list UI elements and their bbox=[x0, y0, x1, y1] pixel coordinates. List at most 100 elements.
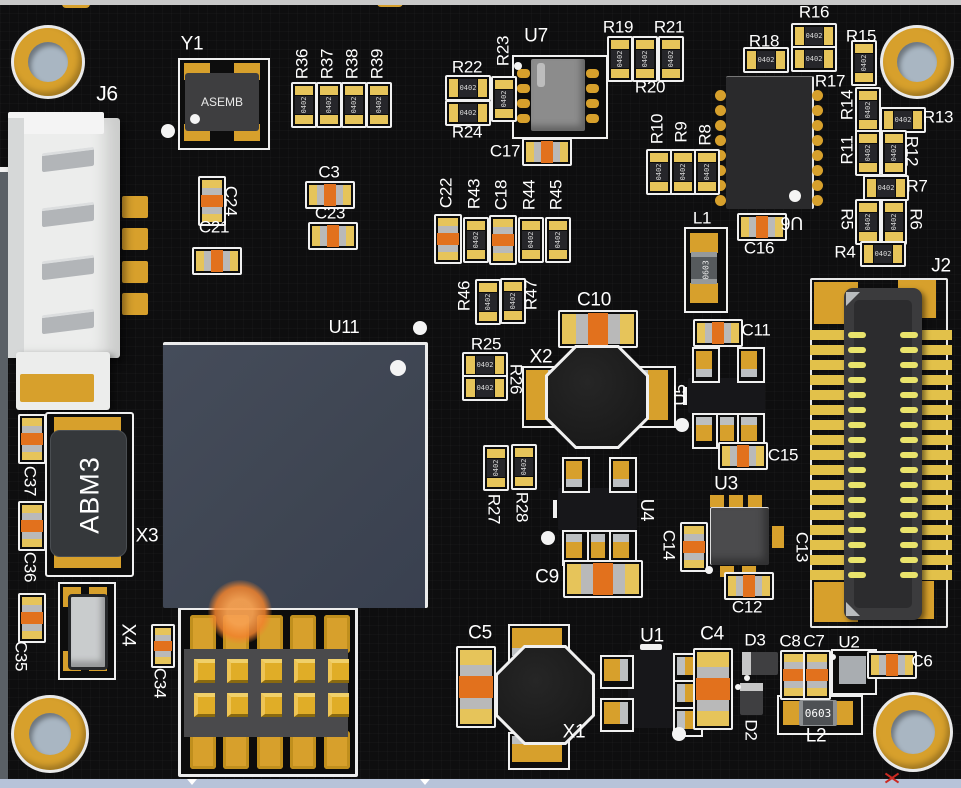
capacitor-C15[interactable] bbox=[718, 442, 768, 470]
capacitor-C23[interactable] bbox=[308, 222, 358, 250]
pad bbox=[495, 109, 513, 118]
resistor-R22[interactable]: 0402 bbox=[445, 75, 491, 101]
resistor-R7[interactable]: 0402 bbox=[863, 175, 909, 201]
capacitor-C37[interactable] bbox=[18, 414, 46, 464]
mounting-hole[interactable] bbox=[14, 698, 86, 770]
capacitor-C6[interactable] bbox=[867, 651, 917, 679]
resistor-R19[interactable]: 0402 bbox=[607, 36, 633, 82]
ic-pin bbox=[715, 150, 726, 161]
scrollbar-strip[interactable] bbox=[0, 772, 961, 788]
resistor-R14[interactable]: 0402 bbox=[855, 87, 881, 133]
capacitor-C35[interactable] bbox=[18, 593, 46, 643]
capacitor-C7[interactable] bbox=[803, 650, 831, 700]
ic-U11[interactable] bbox=[163, 342, 428, 608]
ic-pin bbox=[586, 84, 599, 93]
pad bbox=[916, 330, 952, 340]
resistor-R36[interactable]: 0402 bbox=[291, 82, 317, 128]
capacitor-C18[interactable] bbox=[489, 215, 517, 265]
res-body bbox=[549, 231, 567, 249]
capacitor-C16[interactable] bbox=[737, 213, 787, 241]
resistor-R26[interactable]: 0402 bbox=[462, 375, 508, 401]
mounting-hole[interactable] bbox=[883, 28, 951, 96]
resistor-R24[interactable]: 0402 bbox=[445, 100, 491, 126]
ic-U6[interactable] bbox=[726, 76, 814, 209]
inductor-X1[interactable] bbox=[495, 645, 595, 745]
resistor-R11[interactable]: 0402 bbox=[855, 130, 881, 176]
resistor-R16[interactable]: 0402 bbox=[791, 46, 837, 72]
crystal-Y1[interactable]: ASEMB bbox=[178, 58, 270, 150]
j2-pin bbox=[848, 572, 866, 578]
diode-D2[interactable] bbox=[740, 683, 763, 715]
capacitor-C12[interactable] bbox=[724, 572, 774, 600]
capacitor-C3[interactable] bbox=[305, 181, 355, 209]
resistor-R25[interactable]: 0402 bbox=[462, 352, 508, 378]
resistor-R27[interactable]: 0402 bbox=[483, 445, 509, 491]
ic-U7[interactable] bbox=[512, 55, 608, 139]
ic-U5[interactable] bbox=[683, 347, 765, 449]
pin-header[interactable] bbox=[178, 607, 358, 777]
res-marking: 0402 bbox=[703, 163, 711, 181]
mounting-hole[interactable] bbox=[14, 28, 82, 96]
capacitor-C22[interactable] bbox=[434, 214, 462, 264]
resistor-R38[interactable]: 0402 bbox=[341, 82, 367, 128]
silkscreen-label-R7: R7 bbox=[906, 176, 928, 196]
diode-D3[interactable] bbox=[742, 652, 778, 675]
capacitor-C34[interactable] bbox=[151, 624, 175, 668]
resistor-R5[interactable]: 0402 bbox=[855, 199, 881, 245]
resistor-R45[interactable]: 0402 bbox=[545, 217, 571, 263]
resistor-R39[interactable]: 0402 bbox=[366, 82, 392, 128]
resistor-R20[interactable]: 0402 bbox=[632, 36, 658, 82]
resistor-R43[interactable]: 0402 bbox=[463, 217, 489, 263]
resistor-R46[interactable]: 0402 bbox=[475, 279, 501, 325]
resistor-R13[interactable]: 0402 bbox=[880, 107, 926, 133]
capacitor-C10[interactable] bbox=[558, 310, 638, 348]
resistor-R47[interactable]: 0402 bbox=[500, 278, 526, 324]
ic-U1[interactable] bbox=[600, 644, 703, 737]
resistor-R28[interactable]: 0402 bbox=[511, 444, 537, 490]
silkscreen-label-R11: R11 bbox=[837, 135, 857, 165]
silkscreen-label-R27: R27 bbox=[484, 493, 504, 525]
inductor-L1[interactable]: 0603 bbox=[684, 227, 728, 313]
resistor-R10[interactable]: 0402 bbox=[646, 149, 672, 195]
connector-J6[interactable] bbox=[0, 112, 148, 410]
ic-U4[interactable] bbox=[553, 457, 637, 566]
resistor-R12[interactable]: 0402 bbox=[881, 130, 907, 176]
resistor-R4[interactable]: 0402 bbox=[860, 241, 906, 267]
capacitor-C36[interactable] bbox=[18, 501, 46, 551]
resistor-R9[interactable]: 0402 bbox=[670, 149, 696, 195]
pad bbox=[636, 40, 654, 49]
capacitor-C9[interactable] bbox=[563, 560, 643, 598]
silkscreen-label-C8: C8 bbox=[779, 631, 801, 651]
resistor-R23[interactable]: 0402 bbox=[491, 76, 517, 122]
capacitor-C4[interactable] bbox=[693, 648, 733, 730]
scroll-arrow-icon[interactable] bbox=[187, 779, 197, 785]
scroll-arrow-icon[interactable] bbox=[420, 779, 430, 785]
ic-U3[interactable] bbox=[706, 493, 786, 580]
capacitor-C17[interactable] bbox=[522, 138, 572, 166]
resistor-R21[interactable]: 0402 bbox=[658, 36, 684, 82]
capacitor-C11[interactable] bbox=[693, 319, 743, 347]
resistor-R6[interactable]: 0402 bbox=[881, 199, 907, 245]
resistor-R8[interactable]: 0402 bbox=[694, 149, 720, 195]
pad bbox=[916, 450, 952, 460]
ic-pin bbox=[812, 150, 823, 161]
resistor-R15[interactable]: 0402 bbox=[851, 40, 877, 86]
resistor-R37[interactable]: 0402 bbox=[316, 82, 342, 128]
connector-J2[interactable] bbox=[806, 276, 956, 630]
inductor-L2[interactable]: 0603 bbox=[777, 695, 863, 735]
silkscreen-label-U1: U1 bbox=[640, 625, 664, 647]
resistor-R18[interactable]: 0402 bbox=[743, 47, 789, 73]
crystal-X4[interactable] bbox=[58, 582, 116, 680]
pad bbox=[810, 390, 844, 400]
resistor-R44[interactable]: 0402 bbox=[518, 217, 544, 263]
crystal-X3[interactable]: ABM3 bbox=[45, 412, 134, 577]
capacitor-C24[interactable] bbox=[198, 176, 226, 226]
capacitor-C14[interactable] bbox=[680, 522, 708, 572]
capacitor-C21[interactable] bbox=[192, 247, 242, 275]
pad bbox=[323, 615, 350, 653]
inductor-X2[interactable] bbox=[545, 345, 649, 449]
silkscreen-label-U3: U3 bbox=[714, 473, 738, 495]
capacitor-C5[interactable] bbox=[456, 646, 496, 728]
mounting-hole[interactable] bbox=[876, 695, 950, 769]
